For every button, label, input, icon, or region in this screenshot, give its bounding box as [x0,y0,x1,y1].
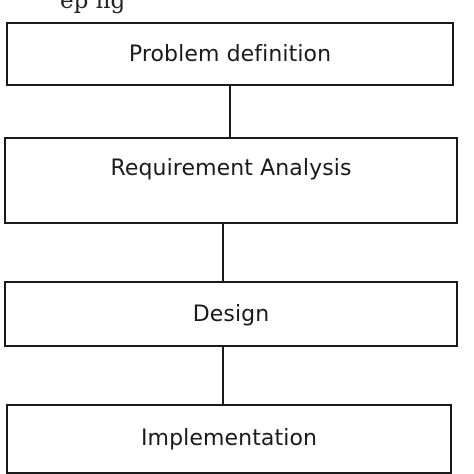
step-label: Design [192,301,270,327]
step-label: Implementation [140,426,318,451]
step-box-problem-definition: Problem definition [6,22,454,86]
step-box-implementation: Implementation [6,404,452,474]
partial-caption-text: ep ng [60,0,126,14]
connector-line [229,86,231,137]
connector-line [222,224,224,281]
step-label: Problem definition [128,41,332,67]
step-box-design: Design [4,281,458,347]
step-box-requirement-analysis: Requirement Analysis [4,137,458,224]
step-label: Requirement Analysis [110,156,352,181]
connector-line [222,347,224,404]
